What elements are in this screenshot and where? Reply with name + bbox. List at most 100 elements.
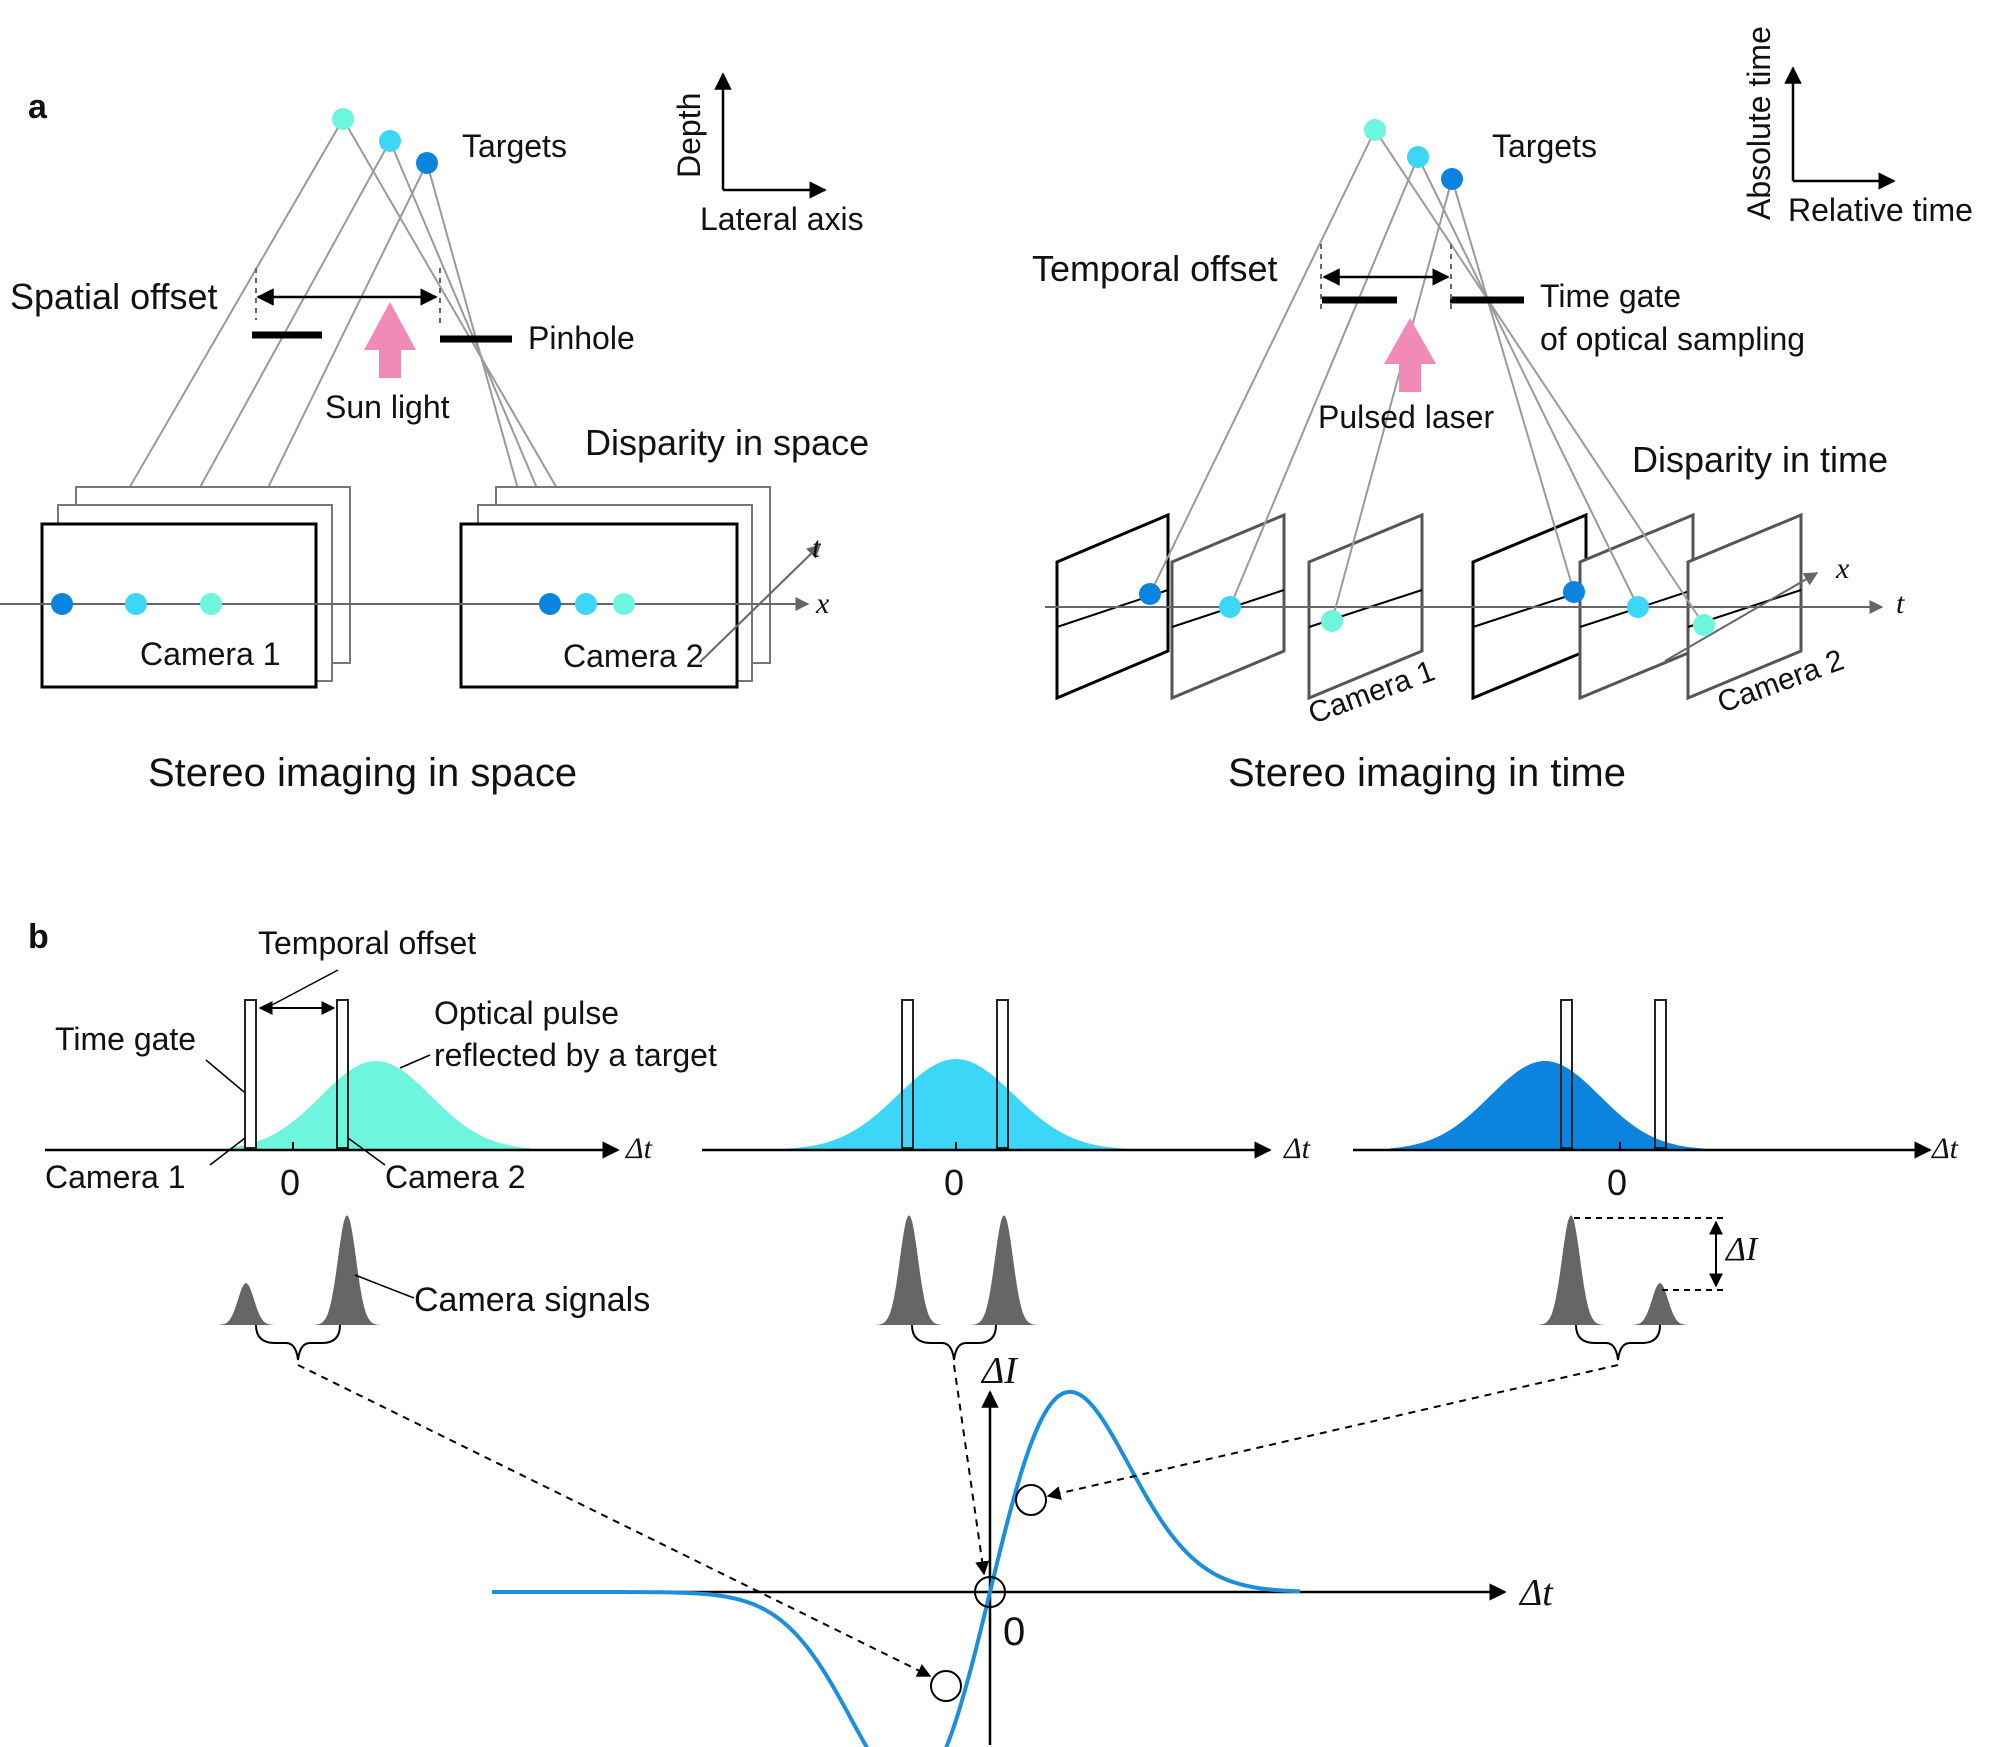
x-axis-time	[1664, 572, 1819, 662]
mapping-arrow	[953, 1364, 990, 1576]
camera1-b-label: Camera 1	[45, 1159, 186, 1195]
depth-lateral-axes: Depth Lateral axis	[671, 72, 864, 237]
signal-pair-brace	[255, 1324, 341, 1361]
disparity-space-label: Disparity in space	[585, 422, 869, 463]
time-gate-label-2: of optical sampling	[1540, 321, 1805, 357]
mapping-arrow	[297, 1364, 932, 1677]
optical-pulse-light	[230, 1061, 530, 1150]
space-stereo: Depth Lateral axis Targets Spatial offse…	[0, 72, 869, 795]
time-caption: Stereo imaging in time	[1228, 751, 1626, 795]
sample-point-circle	[930, 1670, 962, 1702]
target-dot-icon	[416, 152, 438, 174]
zero-label: 0	[280, 1162, 300, 1203]
target-dot-icon	[51, 593, 73, 615]
lateral-axis-label: Lateral axis	[700, 201, 864, 237]
zero-label: 0	[944, 1162, 964, 1203]
target-dot-icon	[539, 593, 561, 615]
t-axis	[699, 544, 822, 663]
temporal-offset-label: Temporal offset	[1032, 248, 1277, 289]
time-gate-camera2	[996, 999, 1009, 1149]
x-axis-label-time: x	[1835, 552, 1850, 585]
pinhole-label: Pinhole	[528, 320, 635, 356]
target-dot-icon	[1321, 610, 1343, 632]
time-gate-camera1	[244, 999, 257, 1149]
disparity-response-curve	[492, 1389, 1301, 1747]
relative-time-label: Relative time	[1788, 192, 1973, 228]
pulse-graph-1: Temporal offset Time gate Optical pulse …	[45, 925, 717, 1203]
absolute-time-label: Absolute time	[1741, 26, 1777, 220]
camera-signal-peak	[874, 1215, 944, 1325]
response-curve-plot: Δt ΔI 0	[297, 1350, 1619, 1747]
time-stereo: Absolute time Relative time x t	[1032, 26, 1973, 795]
targets-label: Targets	[462, 128, 567, 164]
time-gate-camera2	[1654, 999, 1667, 1149]
target-dot-icon	[125, 593, 147, 615]
target-dot-icon	[332, 108, 354, 130]
pink-up-arrow-icon	[1384, 318, 1436, 392]
target-dot-icon	[1139, 583, 1161, 605]
pulse-graph-3: Δt 0	[1353, 999, 1959, 1203]
pulsed-laser-label: Pulsed laser	[1318, 399, 1494, 435]
camera-signal-peak	[312, 1215, 382, 1325]
pink-up-arrow-icon	[364, 302, 416, 378]
camera1-frame-stack	[40, 486, 351, 689]
camera2-frame-stack	[459, 486, 771, 689]
light-rays	[61, 118, 625, 605]
signal-pair-brace	[1575, 1324, 1661, 1361]
camera-signals-label: Camera signals	[414, 1281, 650, 1319]
zero-label: 0	[1607, 1162, 1627, 1203]
time-gate-label-1: Time gate	[1540, 278, 1681, 314]
optical-pulse-label-1: Optical pulse	[434, 995, 619, 1031]
delta-i-indicator-label: ΔI	[1724, 1231, 1759, 1268]
signal-pair-brace	[911, 1324, 997, 1361]
time-gate-camera1	[901, 999, 914, 1149]
camera2-label: Camera 2	[563, 638, 704, 674]
mapping-arrow	[1046, 1364, 1619, 1500]
camera-signal-peak	[969, 1215, 1039, 1325]
panel-b-label: b	[28, 918, 49, 956]
space-caption: Stereo imaging in space	[148, 751, 577, 795]
target-dot-icon	[1693, 614, 1715, 636]
zero-main-label: 0	[1003, 1610, 1025, 1654]
time-axes: Absolute time Relative time	[1741, 26, 1973, 228]
camera1-label: Camera 1	[140, 636, 281, 672]
time-gate-camera1	[1560, 999, 1573, 1149]
optical-pulse-label-2: reflected by a target	[434, 1037, 717, 1073]
target-dot-icon	[575, 593, 597, 615]
pulse-graph-2: Δt 0	[702, 999, 1311, 1203]
delta-t-label: Δt	[1283, 1132, 1311, 1165]
target-dot-icon	[200, 593, 222, 615]
t-axis-label: t	[812, 531, 821, 564]
camera-signal-peak	[1536, 1215, 1606, 1325]
panel-a-label: a	[28, 88, 48, 126]
optical-pulse-mid	[780, 1059, 1130, 1150]
target-dot-icon	[613, 593, 635, 615]
target-dot-icon	[1563, 581, 1585, 603]
camera-signal-peak	[1632, 1283, 1688, 1325]
sample-point-circle	[1015, 1484, 1047, 1516]
time-gate-camera2	[336, 999, 349, 1149]
delta-t-label: Δt	[1931, 1132, 1959, 1165]
sun-light-label: Sun light	[325, 389, 450, 425]
target-dot-icon	[1627, 596, 1649, 618]
delta-t-label: Δt	[625, 1132, 653, 1165]
temporal-offset-b-label: Temporal offset	[258, 925, 476, 961]
target-dot-icon	[1407, 146, 1429, 168]
camera-signals: Camera signals ΔI	[218, 1215, 1759, 1361]
camera-signal-peak	[218, 1283, 274, 1325]
target-dot-icon	[1364, 119, 1386, 141]
target-dot-icon	[1219, 596, 1241, 618]
delta-i-main-label: ΔI	[980, 1350, 1019, 1392]
light-rays-time	[1149, 129, 1705, 626]
camera2-b-label: Camera 2	[385, 1159, 526, 1195]
t-axis-label-time: t	[1896, 587, 1905, 620]
depth-label: Depth	[671, 93, 707, 178]
sample-point-circle	[974, 1576, 1006, 1608]
time-gate-b-label: Time gate	[55, 1021, 196, 1057]
delta-t-main-label: Δt	[1518, 1572, 1554, 1614]
x-axis-label: x	[815, 587, 830, 620]
disparity-time-label: Disparity in time	[1632, 439, 1888, 480]
target-dot-icon	[1441, 168, 1463, 190]
targets-label-time: Targets	[1492, 128, 1597, 164]
